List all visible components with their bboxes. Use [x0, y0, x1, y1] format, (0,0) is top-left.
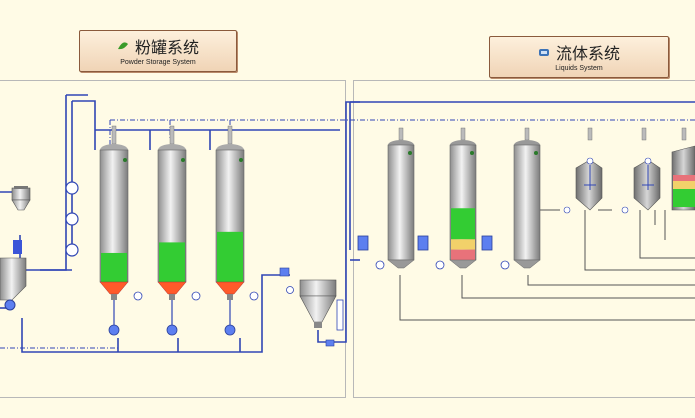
powder-system-title: 粉罐系统 Powder Storage System: [79, 30, 237, 72]
silo-level-fill: [217, 231, 243, 282]
powder-silos: [99, 125, 259, 336]
liquid-pumps: [357, 235, 510, 270]
liquid-tank-3: [513, 127, 541, 269]
silo-level-fill: [159, 242, 185, 282]
pipe-junctions: [65, 181, 79, 257]
feed-hopper: [0, 186, 31, 311]
powder-title-cn: 粉罐系统: [134, 38, 199, 57]
tank-level-fill: [451, 208, 475, 240]
powder-title-en: Powder Storage System: [120, 59, 196, 66]
silo-level-fill: [101, 252, 127, 282]
liquids-title-en: Liquids System: [555, 65, 603, 72]
liquids-pipes: [349, 101, 695, 261]
liquids-title-cn: 流体系统: [555, 44, 620, 63]
mixing-tanks: [563, 127, 695, 214]
silo-1: [99, 125, 143, 336]
tank-icon: [538, 49, 549, 56]
silo-2: [157, 125, 201, 336]
liquids-return-lines: [399, 209, 695, 321]
liquid-tank-1: [387, 127, 415, 269]
cyclone-filter: [279, 267, 344, 347]
silo-3: [215, 125, 259, 336]
liquids-system-title: 流体系统 Liquids System: [489, 36, 669, 78]
leaf-icon: [117, 42, 128, 50]
liquid-tank-2: [449, 127, 477, 269]
liquid-tanks: [387, 127, 541, 269]
